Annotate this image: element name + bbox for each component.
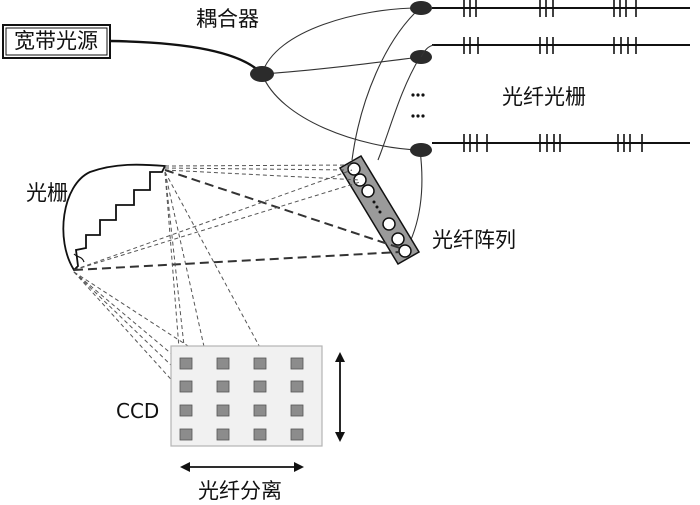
separation-label: 光纤分离 bbox=[198, 479, 282, 503]
fiber-array bbox=[338, 154, 421, 266]
source-label: 宽带光源 bbox=[14, 29, 98, 53]
fbg-label: 光纤光栅 bbox=[502, 85, 586, 109]
grating-label: 光栅 bbox=[26, 181, 68, 205]
ellipsis-diagonal-icon bbox=[372, 200, 382, 214]
fbg-line-2 bbox=[420, 37, 690, 58]
source-fiber bbox=[109, 39, 263, 75]
ccd-label: CCD bbox=[116, 399, 159, 423]
coupler-label: 耦合器 bbox=[196, 7, 259, 31]
fiber-array-label: 光纤阵列 bbox=[432, 228, 516, 252]
fbg-line-1 bbox=[432, 0, 690, 17]
splitter-node-1 bbox=[410, 1, 432, 15]
coupler-node bbox=[250, 66, 274, 82]
light-paths-array-grating bbox=[73, 164, 401, 271]
coupler-fibers bbox=[261, 7, 423, 253]
ellipsis-vertical-icon bbox=[411, 93, 425, 118]
broadband-source: 宽带光源 bbox=[2, 24, 111, 59]
grating bbox=[62, 163, 167, 272]
ccd-panel bbox=[170, 345, 323, 447]
fbg-line-3 bbox=[432, 134, 690, 152]
ccd-pixels bbox=[179, 357, 304, 441]
splitter-node-3 bbox=[410, 143, 432, 157]
